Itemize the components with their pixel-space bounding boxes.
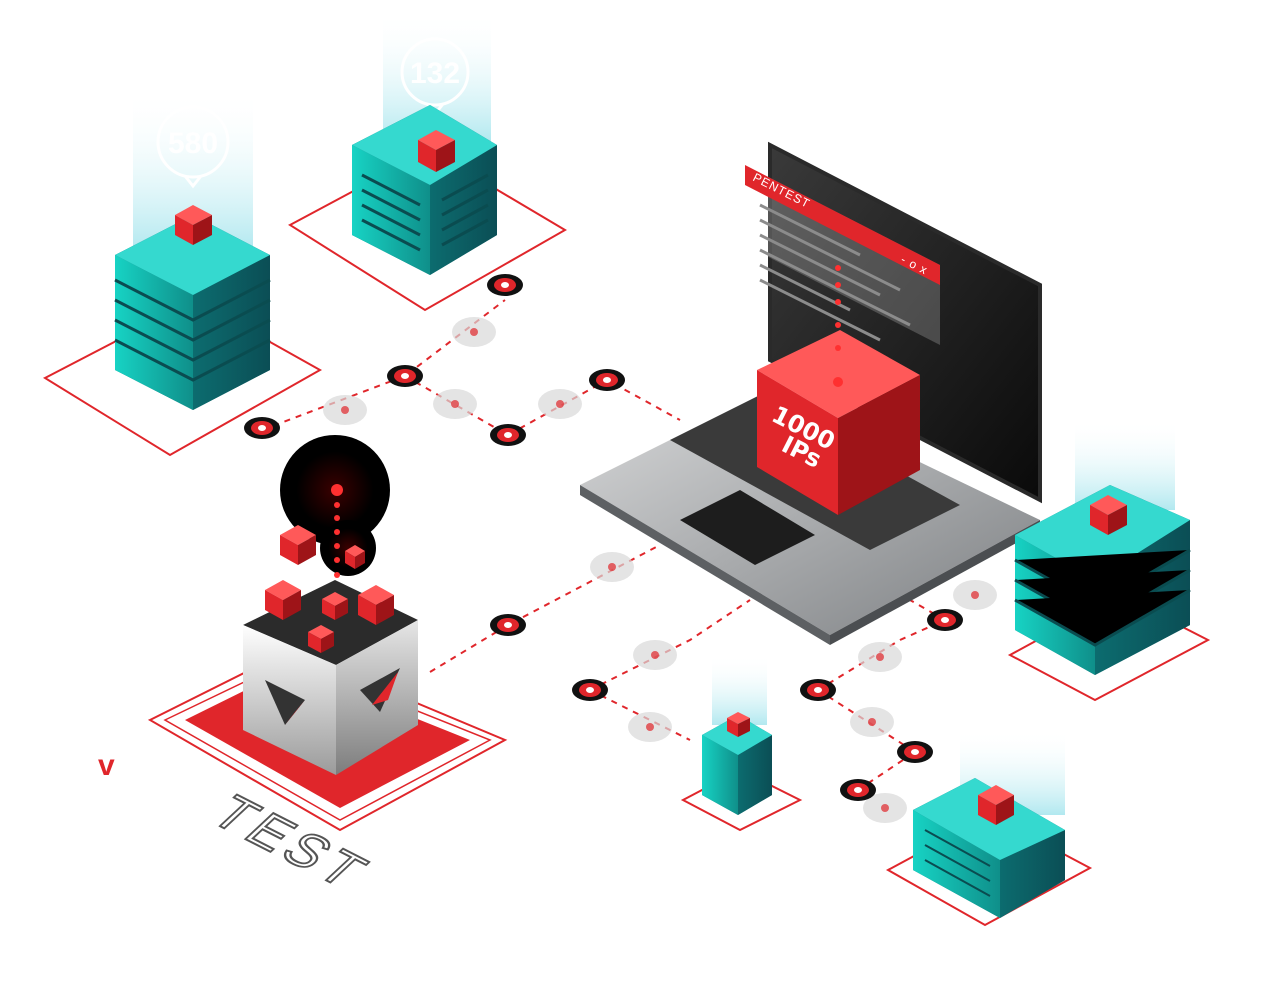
red-cube <box>418 130 455 172</box>
node <box>387 365 423 387</box>
small-tower <box>702 655 772 815</box>
node <box>800 679 836 701</box>
bottom-building <box>913 730 1065 918</box>
test-station: TEST v <box>98 435 508 901</box>
tower-count-label: 580 <box>168 127 218 160</box>
node <box>572 679 608 701</box>
node <box>927 609 963 631</box>
node <box>840 779 876 801</box>
pentest-window: PENTEST - o x <box>745 165 940 345</box>
red-cube <box>175 205 212 245</box>
red-cube <box>978 785 1014 825</box>
left-tower: 580 <box>114 90 271 410</box>
red-cube <box>727 712 750 737</box>
floating-cubes <box>265 525 394 653</box>
glow-trail <box>331 484 343 608</box>
tower-floors <box>114 215 271 410</box>
top-building: 132 <box>352 12 497 275</box>
network-nodes <box>244 274 963 801</box>
node <box>589 369 625 391</box>
laptop: PENTEST - o x 1000 IPs <box>580 141 1042 645</box>
ips-cube: 1000 IPs <box>757 265 920 515</box>
node <box>487 274 523 296</box>
right-building <box>1014 420 1191 675</box>
building-count-label: 132 <box>410 57 460 90</box>
count-bubble: 132 <box>400 37 470 117</box>
node <box>897 741 933 763</box>
node <box>490 614 526 636</box>
red-cube <box>1090 495 1127 535</box>
trackpad <box>680 490 815 565</box>
signal-glows <box>323 317 997 823</box>
node <box>244 417 280 439</box>
brand-logo: v <box>98 749 115 782</box>
count-bubble: 580 <box>156 105 230 189</box>
test-label: TEST <box>199 786 384 899</box>
node <box>490 424 526 446</box>
